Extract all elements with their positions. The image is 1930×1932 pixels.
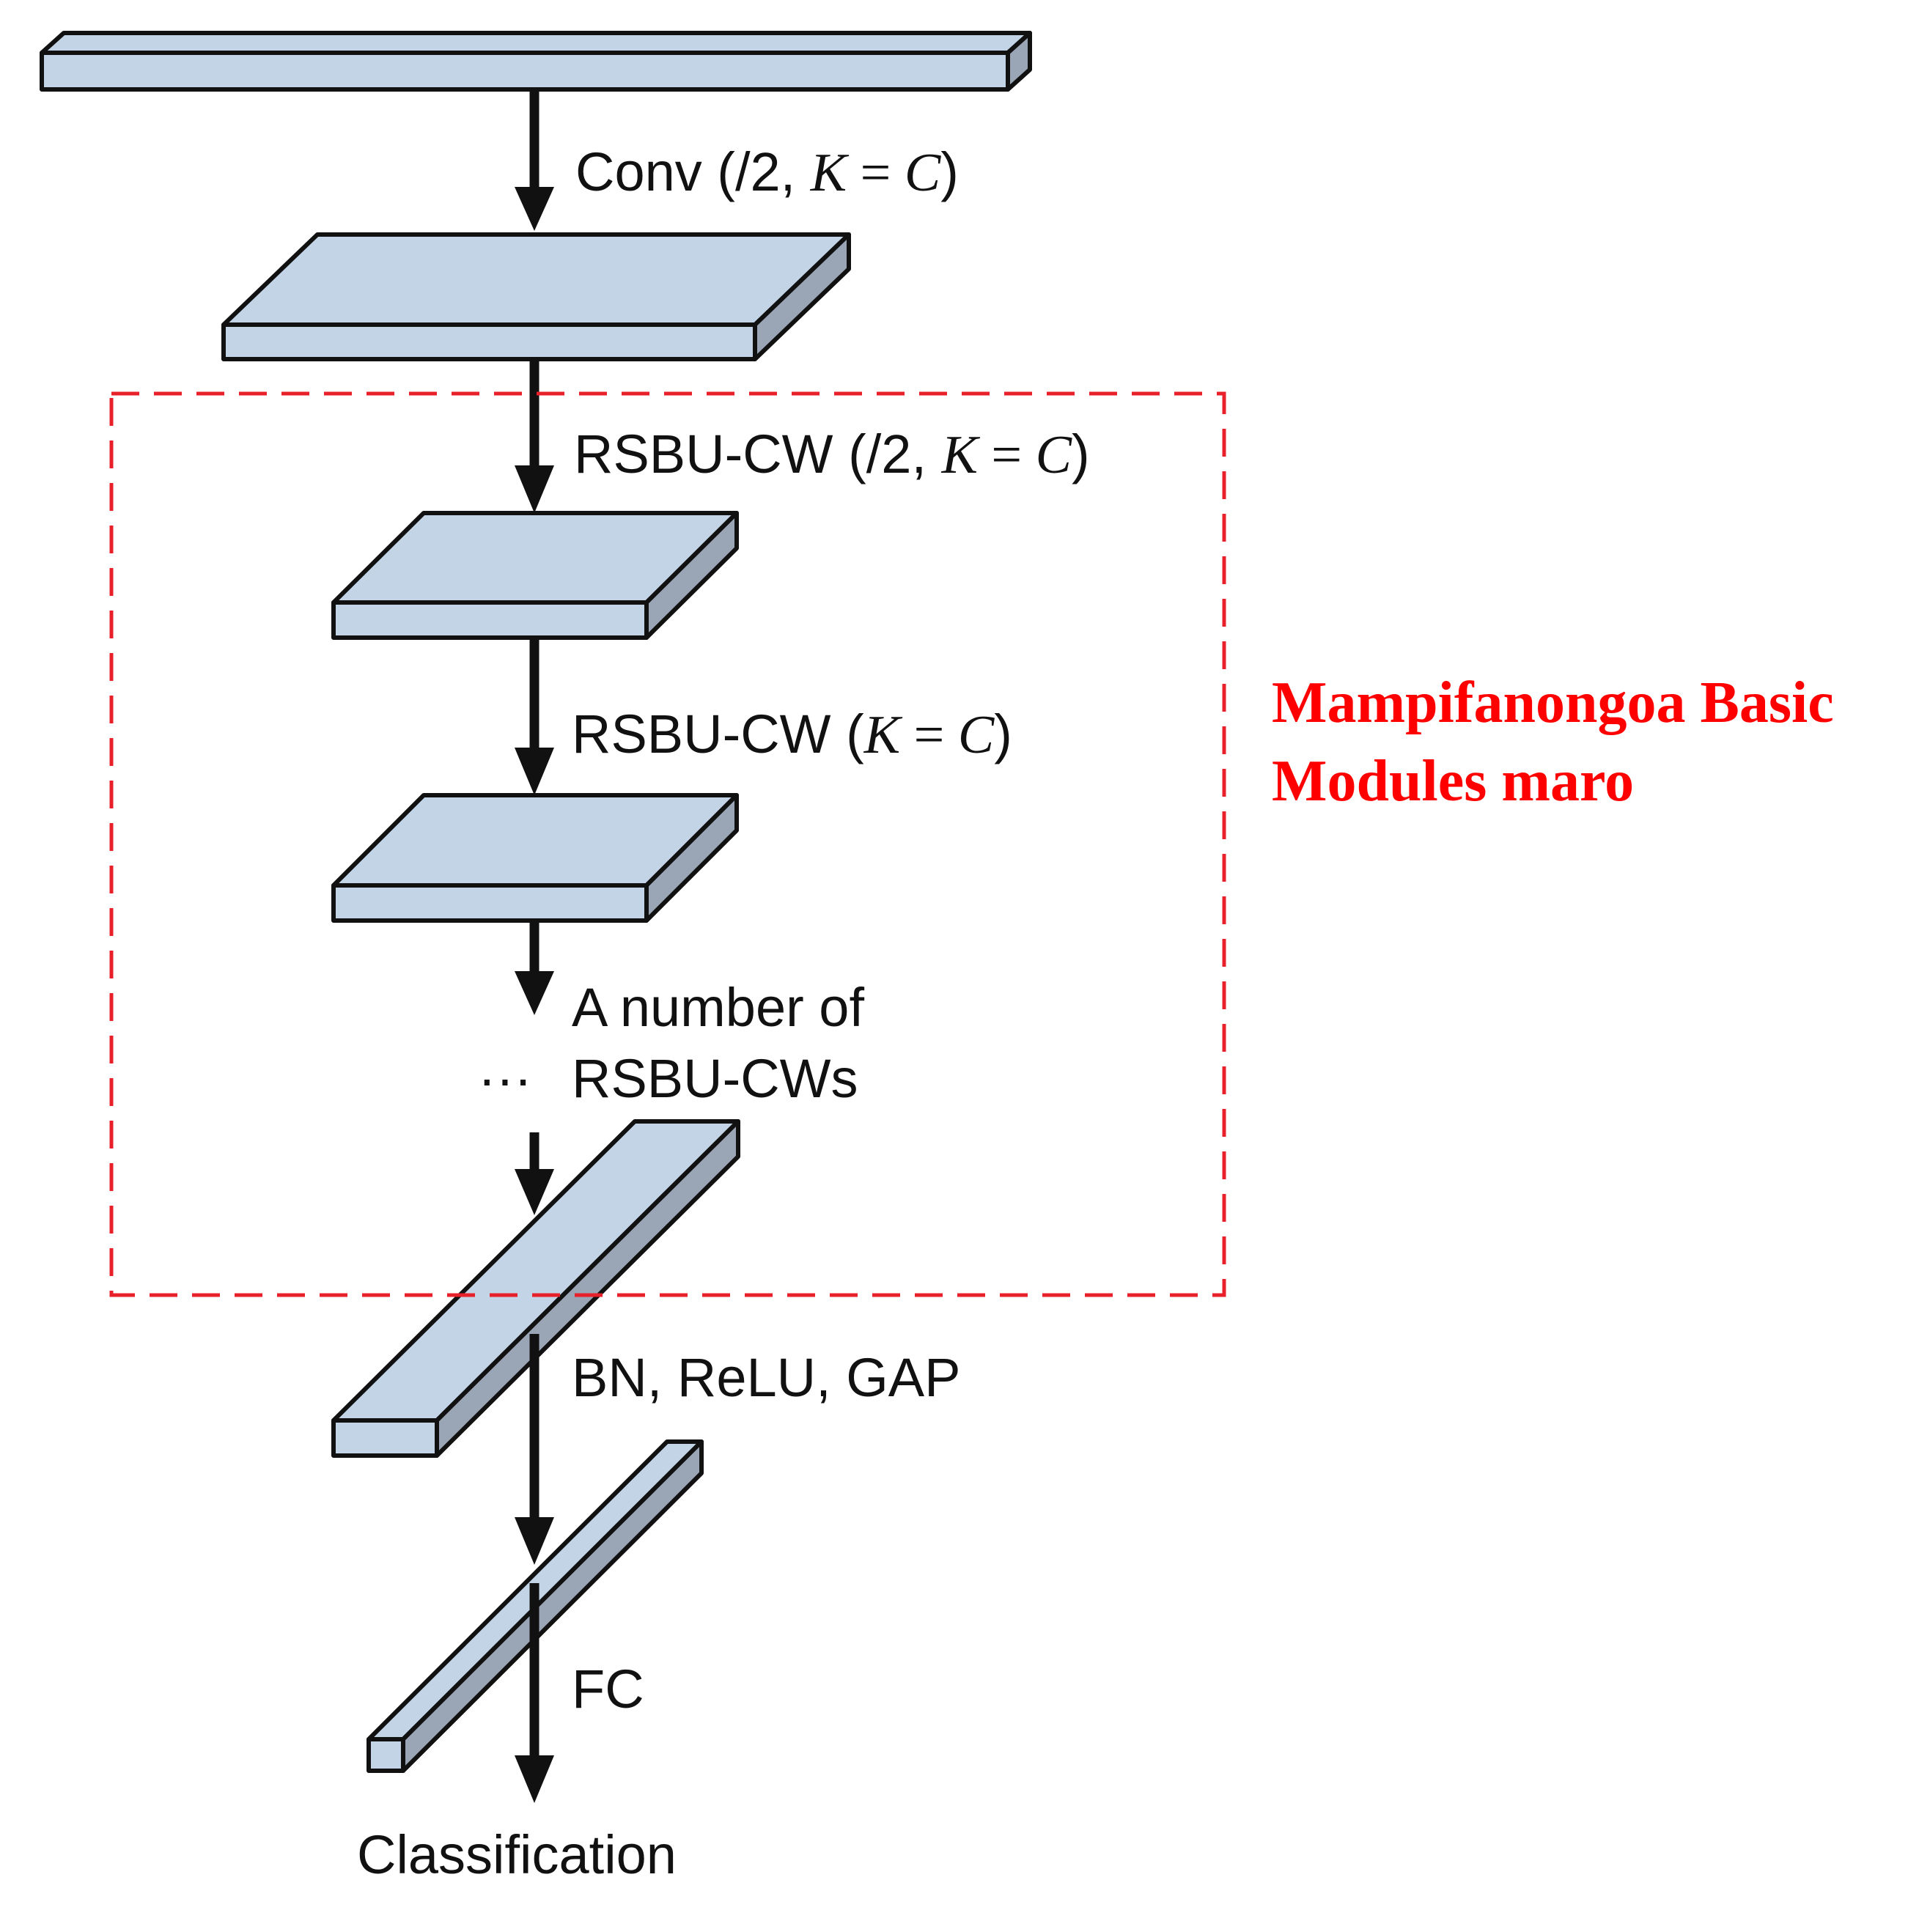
fc-arrow: [515, 1583, 554, 1803]
bn-relu-gap-label: BN, ReLU, GAP: [572, 1347, 961, 1408]
conv-output-block: [221, 232, 851, 361]
basic-modules-dashed-frame: [109, 391, 1226, 1297]
rsbu-downsample-label: RSBU-CW (/2, K = C): [574, 424, 1090, 485]
number-of-label-line2: RSBU-CWs: [572, 1048, 858, 1109]
number-of-label-line1: A number of: [572, 977, 864, 1038]
conv-arrow: [515, 89, 554, 231]
final-feature-block: [331, 1119, 740, 1458]
ellipsis-dots: ···: [478, 1048, 532, 1109]
fc-label: FC: [572, 1659, 644, 1719]
classification-label: Classification: [357, 1824, 677, 1885]
rsbu-block-2: [331, 793, 739, 923]
annotation-line1: Mampifanongoa Basic: [1272, 671, 1834, 735]
pre-final-arrow: [515, 1132, 554, 1215]
multiple-rsbu-arrow: [515, 921, 554, 1015]
rsbu-label: RSBU-CW (K = C): [572, 704, 1012, 765]
bn-relu-gap-arrow: [515, 1334, 554, 1565]
input-feature-block: [40, 31, 1032, 92]
rsbu-downsample-arrow: [515, 359, 554, 513]
conv-label: Conv (/2, K = C): [575, 141, 959, 203]
annotation-line2: Modules maro: [1272, 749, 1634, 814]
rsbu-arrow: [515, 638, 554, 795]
rsbu-block-1: [331, 511, 739, 640]
